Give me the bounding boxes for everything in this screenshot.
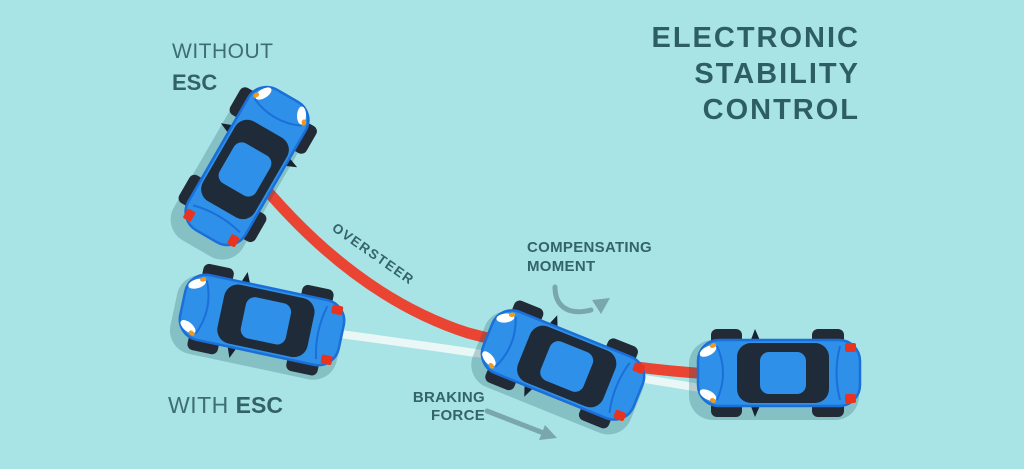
car-initial <box>689 327 862 420</box>
page-title: ELECTRONIC STABILITY CONTROL <box>651 22 860 126</box>
compensating-moment-label: COMPENSATING MOMENT <box>527 239 652 275</box>
car-spinning-without-esc <box>161 72 327 269</box>
braking-force-arrow-icon <box>484 408 557 440</box>
with-esc-label: WITH ESC <box>168 392 283 419</box>
without-esc-label-line1: WITHOUT <box>172 40 274 63</box>
compensating-moment-arrow-icon <box>552 284 610 315</box>
car-esc-correcting <box>464 292 656 442</box>
with-esc-label-prefix: WITH <box>168 392 236 418</box>
without-esc-label-line2: ESC <box>172 70 218 95</box>
with-esc-label-bold: ESC <box>235 392 283 418</box>
without-esc-label: WITHOUT ESC <box>172 36 273 98</box>
braking-force-label: BRAKING FORCE <box>412 389 485 424</box>
car-with-esc-final <box>165 258 352 385</box>
